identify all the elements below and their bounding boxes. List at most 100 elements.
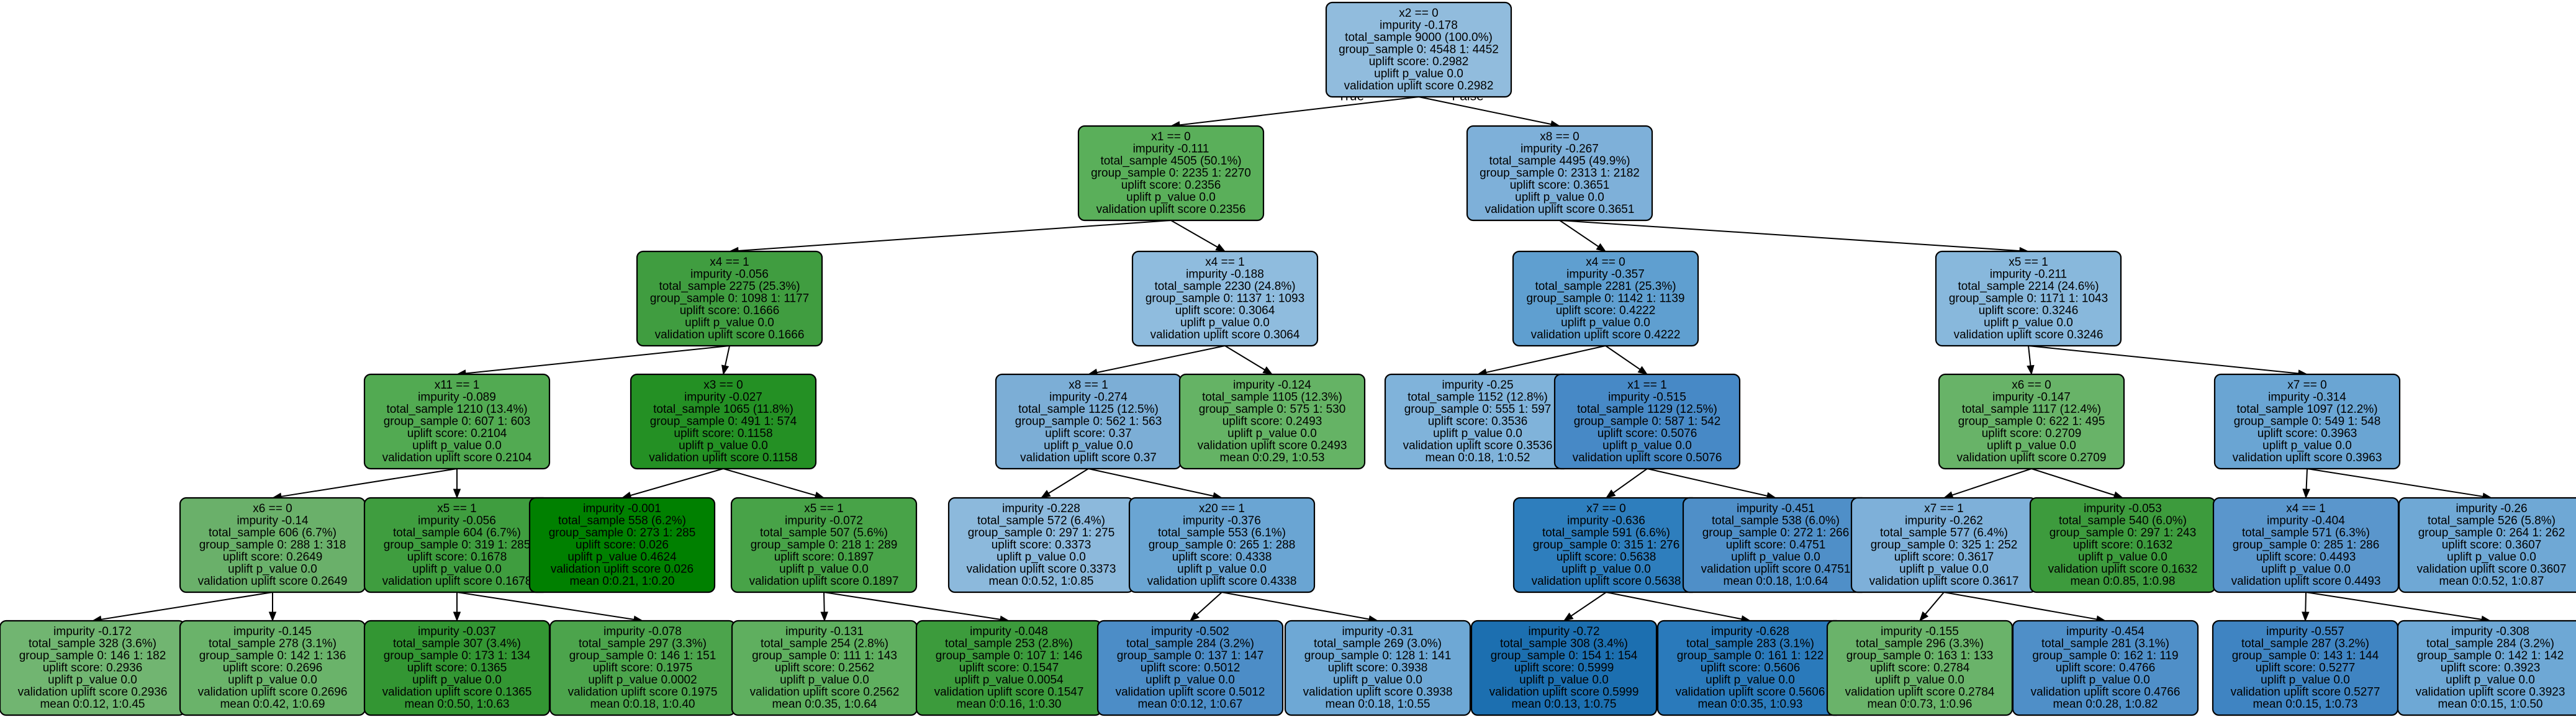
node-text-line: validation uplift score 0.4338 (1147, 575, 1297, 588)
node-text-line: uplift p_value 0.0 (2261, 674, 2350, 687)
node-text-line: impurity -0.228 (1002, 502, 1080, 515)
edge-line (465, 345, 730, 374)
node-text-line: group_sample 0: 562 1: 563 (1015, 415, 1162, 428)
node-text-line: impurity -0.111 (1133, 142, 1209, 155)
edge-arrowhead (1605, 489, 1616, 498)
node-text-line: mean 0:0.50, 1:0.63 (404, 698, 509, 711)
node-text-line: validation uplift score 0.5076 (1573, 451, 1722, 464)
tree-edge (2302, 592, 2310, 622)
node-text-line: uplift score: 0.1632 (2073, 538, 2173, 551)
node-text-line: group_sample 0: 549 1: 548 (2234, 415, 2381, 428)
node-text-line: mean 0:0.35, 1:0.93 (1697, 698, 1802, 711)
node-text-line: x5 == 1 (2009, 256, 2048, 269)
tree-edge (268, 592, 277, 622)
edge-line (2028, 345, 2299, 374)
edge-line (1088, 468, 1214, 497)
node-box (1096, 620, 1284, 716)
node-box (630, 373, 817, 470)
node-text-line: uplift p_value 0.0 (1044, 439, 1133, 452)
node-text-line: mean 0:0.52, 1:0.85 (988, 575, 1093, 588)
node-text-line: total_sample 269 (3.0%) (1314, 637, 1442, 650)
node-text-line: uplift score: 0.5638 (1557, 551, 1656, 564)
node-text-line: uplift score: 0.3536 (1428, 415, 1528, 428)
node-text-line: validation uplift score 0.3617 (1869, 575, 2019, 588)
tree-edge (723, 468, 825, 499)
edge-arrowhead (1596, 243, 1607, 252)
node-text-line: mean 0:0.85, 1:0.98 (2070, 575, 2175, 588)
node-text-line: total_sample 281 (3.1%) (2041, 637, 2169, 650)
node-text-line: uplift score: 0.3373 (992, 538, 1091, 551)
node-text-line: uplift p_value 0.0 (1433, 427, 1522, 440)
node-text-line: total_sample 1065 (11.8%) (653, 403, 793, 416)
node-text-line: mean 0:0.12, 1:0.67 (1137, 698, 1242, 711)
node-box (1470, 620, 1658, 716)
node-text-line: total_sample 553 (6.1%) (1158, 526, 1286, 539)
node-text-line: group_sample 0: 1142 1: 1139 (1527, 292, 1685, 305)
node-box (1466, 125, 1653, 222)
node-text-line: total_sample 253 (2.8%) (945, 637, 1073, 650)
node-text-line: impurity -0.636 (1567, 514, 1645, 527)
node-text-line: impurity -0.001 (583, 502, 661, 515)
tree-edge (721, 345, 730, 376)
node-text-line: total_sample 4495 (49.9%) (1489, 155, 1630, 168)
tree-edge (1221, 592, 1379, 623)
node-text-line: total_sample 284 (3.2%) (2426, 637, 2554, 650)
node-text-line: group_sample 0: 2313 1: 2182 (1480, 166, 1640, 179)
node-text-line: uplift score: 0.1547 (959, 661, 1059, 674)
edge-line (1096, 345, 1226, 374)
node-text-line: mean 0:0.12, 1:0.45 (40, 698, 145, 711)
node-text-line: x7 == 1 (1924, 502, 1963, 515)
node-text-line: uplift p_value 0.0 (1561, 562, 1651, 575)
node-text-line: uplift score: 0.1678 (407, 551, 507, 564)
edge-line (1179, 96, 1419, 126)
node-box (1325, 1, 1512, 98)
node-text-line: validation uplift score 0.2982 (1344, 79, 1494, 92)
node-text-line: uplift score: 0.3938 (1328, 661, 1428, 674)
node-text-line: uplift p_value 0.0054 (954, 674, 1064, 687)
node-text-line: total_sample 308 (3.4%) (1500, 637, 1628, 650)
node-text-line: total_sample 572 (6.4%) (977, 514, 1105, 527)
node-text-line: impurity -0.056 (690, 268, 769, 281)
node-text-line: uplift score: 0.2936 (43, 661, 143, 674)
edge-arrowhead (2302, 611, 2310, 622)
node-text-line: validation uplift score 0.5277 (2231, 685, 2380, 698)
node-box (1284, 620, 1471, 716)
node-box (363, 373, 551, 470)
node-text-line: mean 0:0.15, 1:0.50 (2438, 698, 2542, 711)
edge-line (1647, 468, 1768, 497)
node-text-line: x6 == 0 (253, 502, 292, 515)
node-text-line: total_sample 284 (3.2%) (1126, 637, 1254, 650)
edge-arrowhead (1563, 612, 1574, 621)
edge-line (1943, 592, 2097, 620)
node-text-line: group_sample 0: 325 1: 252 (1871, 538, 2018, 551)
node-text-line: validation uplift score 0.3373 (967, 562, 1116, 575)
node-text-line: uplift score: 0.2982 (1369, 55, 1469, 68)
node-text-line: uplift p_value 0.0 (2447, 551, 2536, 564)
node-text-line: uplift p_value 0.0 (1374, 67, 1463, 80)
node-text-line: group_sample 0: 319 1: 285 (384, 538, 531, 551)
tree-edge (820, 592, 828, 622)
node-text-line: uplift p_value 0.0 (2061, 674, 2150, 687)
node-text-line: x4 == 1 (1205, 256, 1244, 269)
node-box (730, 497, 918, 593)
node-text-line: impurity -0.147 (1992, 390, 2071, 404)
node-text-line: impurity -0.274 (1049, 390, 1128, 404)
node-text-line: impurity -0.262 (1905, 514, 1983, 527)
node-text-line: total_sample 540 (6.0%) (2059, 514, 2187, 527)
node-text-line: impurity -0.628 (1711, 625, 1789, 638)
node-text-line: validation uplift score 0.4493 (2231, 575, 2381, 588)
tree-edge (1606, 592, 1751, 623)
node-text-line: group_sample 0: 173 1: 134 (384, 649, 531, 662)
node-text-line: uplift score: 0.1897 (774, 551, 874, 564)
node-text-line: total_sample 591 (6.6%) (1542, 526, 1670, 539)
edge-arrowhead (721, 364, 730, 376)
node-text-line: uplift p_value 0.0 (780, 674, 869, 687)
edge-arrowhead (2027, 364, 2035, 376)
node-text-line: uplift score: 0.3617 (1894, 551, 1994, 564)
edge-line (1951, 468, 2032, 496)
tree-edge (1189, 592, 1222, 621)
